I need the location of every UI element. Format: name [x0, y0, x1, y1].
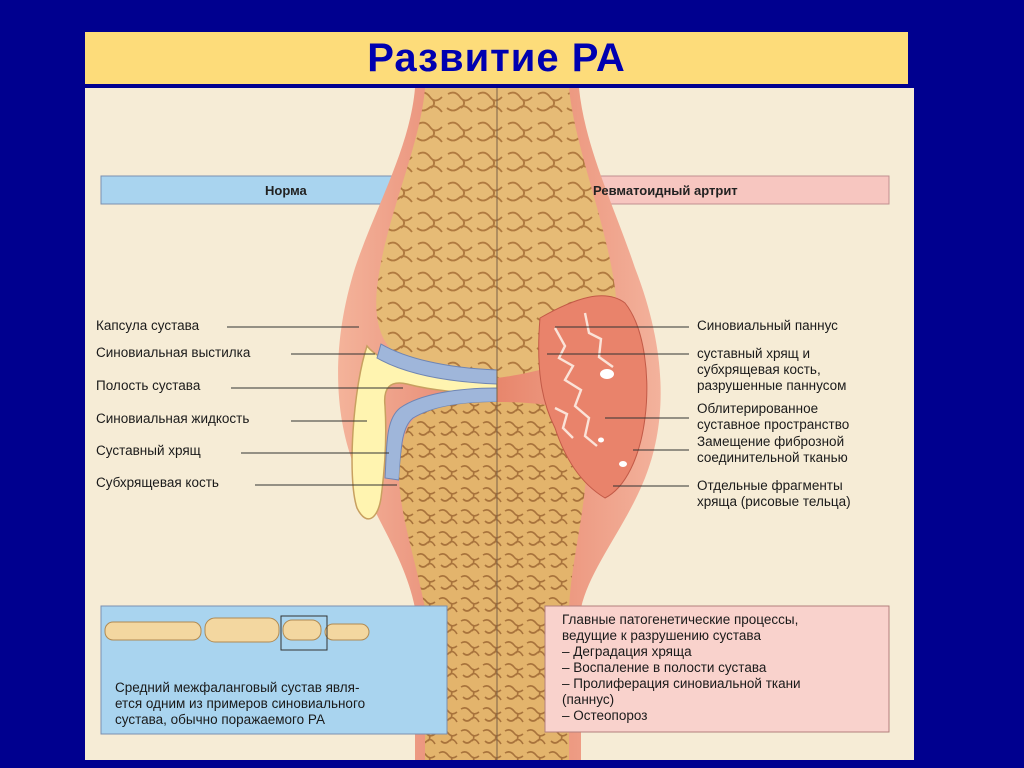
process-line: ведущие к разрушению сустава [562, 628, 801, 644]
process-line: (паннус) [562, 692, 801, 708]
process-line: – Остеопороз [562, 708, 801, 724]
left-label: Полость сустава [96, 378, 200, 393]
rice-body-fragment [598, 438, 604, 443]
right-label-line: Синовиальный паннус [697, 318, 838, 334]
upper-bone-left [376, 88, 497, 378]
title-bar: Развитие РА [85, 32, 908, 84]
slide-title: Развитие РА [85, 36, 908, 81]
right-label-line: соединительной тканью [697, 450, 848, 466]
left-label: Синовиальная выстилка [96, 345, 250, 360]
left-label: Синовиальная жидкость [96, 411, 249, 426]
rice-body-fragment [619, 461, 627, 467]
left-label: Капсула сустава [96, 318, 199, 333]
rice-body-fragment [600, 369, 614, 379]
process-line: – Воспаление в полости сустава [562, 660, 801, 676]
finger-caption-line: ется одним из примеров синовиального [115, 696, 365, 712]
ra-header: Ревматоидный артрит [593, 183, 738, 198]
right-label-line: субхрящевая кость, [697, 362, 846, 378]
right-label: Синовиальный паннус [697, 318, 838, 334]
process-line: – Деградация хряща [562, 644, 801, 660]
right-label-line: Замещение фиброзной [697, 434, 848, 450]
right-label-line: суставный хрящ и [697, 346, 846, 362]
process-line: – Пролиферация синовиальной ткани [562, 676, 801, 692]
right-label-line: суставное пространство [697, 417, 849, 433]
finger-caption-line: Средний межфаланговый сустав явля- [115, 680, 365, 696]
right-label-line: Отдельные фрагменты [697, 478, 851, 494]
diagram-panel: Норма Ревматоидный артрит Капсула сустав… [85, 88, 914, 760]
left-label: Субхрящевая кость [96, 475, 219, 490]
finger-caption-line: сустава, обычно поражаемого РА [115, 712, 365, 728]
right-label-line: Облитерированное [697, 401, 849, 417]
right-label-line: хряща (рисовые тельца) [697, 494, 851, 510]
finger-caption: Средний межфаланговый сустав явля-ется о… [115, 680, 365, 728]
process-list: Главные патогенетические процессы,ведущи… [562, 612, 801, 724]
normal-header: Норма [265, 183, 307, 198]
process-line: Главные патогенетические процессы, [562, 612, 801, 628]
right-label-line: разрушенные паннусом [697, 378, 846, 394]
left-label: Суставный хрящ [96, 443, 201, 458]
